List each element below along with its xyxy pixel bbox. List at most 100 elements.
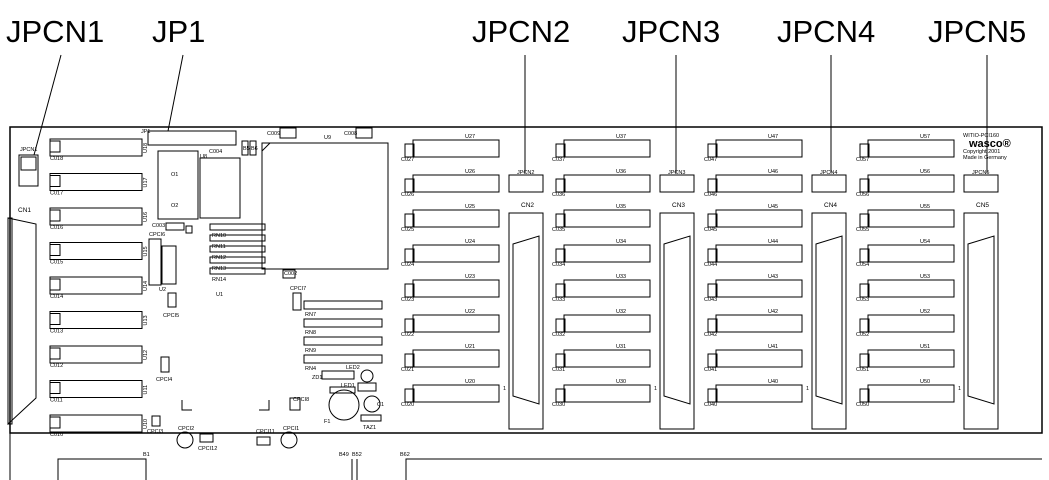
dsub-connector xyxy=(508,212,544,430)
left-chip xyxy=(49,380,143,398)
output-chip-label: U26 xyxy=(465,169,475,175)
pcb-made-in: Made in Germany xyxy=(963,155,1007,161)
output-chip xyxy=(867,209,955,228)
dsub-pin-1: 1 xyxy=(654,386,657,392)
cpci12-label: CPCI12 xyxy=(198,446,217,452)
dsub-shell xyxy=(512,235,540,405)
output-cap-label: C020 xyxy=(401,402,414,408)
output-cap-label: C041 xyxy=(704,367,717,373)
led1-part xyxy=(329,386,356,394)
output-cap-label: C023 xyxy=(401,297,414,303)
output-chip-cap xyxy=(707,388,718,403)
output-chip xyxy=(412,209,500,228)
output-chip-label: U33 xyxy=(616,274,626,280)
edge-label-b52: B52 xyxy=(352,452,362,458)
u8-chip xyxy=(199,157,241,219)
edge-tab-right xyxy=(405,458,1042,480)
output-cap-label: C045 xyxy=(704,227,717,233)
output-chip-label: U54 xyxy=(920,239,930,245)
left-chip-label: U15 xyxy=(143,246,149,256)
left-chip-label: U18 xyxy=(143,143,149,153)
u9-chip xyxy=(261,142,389,270)
output-chip xyxy=(563,279,651,298)
led1-label: LED1 xyxy=(341,383,355,389)
output-chip-cap xyxy=(859,213,870,228)
output-cap-label: C031 xyxy=(552,367,565,373)
cpci8-part xyxy=(289,397,301,411)
output-chip-cap xyxy=(555,248,566,263)
corner-mark-2 xyxy=(259,400,270,411)
resistor-network xyxy=(209,267,266,275)
left-cap-label: C016 xyxy=(50,225,63,231)
cpci7-label: CPCI7 xyxy=(290,286,306,292)
corner-mark-1 xyxy=(181,400,192,411)
output-chip-label: U46 xyxy=(768,169,778,175)
u9-label: U9 xyxy=(324,135,331,141)
output-chip-label: U45 xyxy=(768,204,778,210)
callout-jpcn5: JPCN5 xyxy=(928,14,1026,49)
cpci11-label: CPCI11 xyxy=(256,429,275,435)
output-chip-label: U34 xyxy=(616,239,626,245)
output-chip-label: U27 xyxy=(465,134,475,140)
jpcn1-jumper-cap xyxy=(20,156,37,171)
output-chip-cap xyxy=(404,213,415,228)
output-chip xyxy=(412,279,500,298)
output-cap-label: C042 xyxy=(704,332,717,338)
dsub-shell xyxy=(663,235,691,405)
pcb-brand: wasco® xyxy=(968,138,1011,150)
jpcn-jumper xyxy=(508,174,544,193)
output-chip-label: U41 xyxy=(768,344,778,350)
cpci8-label: CPCI8 xyxy=(293,397,309,403)
b5-part xyxy=(241,140,249,156)
cpci2-label: CPCI2 xyxy=(178,426,194,432)
output-cap-label: C046 xyxy=(704,192,717,198)
left-chip-label: U16 xyxy=(143,212,149,222)
jpcn-jumper-label: JPCN4 xyxy=(820,170,837,176)
dsub-label: CN2 xyxy=(521,202,534,209)
output-cap-label: C056 xyxy=(856,192,869,198)
output-chip-label: U37 xyxy=(616,134,626,140)
left-cap-label: C014 xyxy=(50,294,63,300)
b6-part xyxy=(249,140,257,156)
output-chip-label: U53 xyxy=(920,274,930,280)
output-chip xyxy=(563,209,651,228)
resistor-network xyxy=(303,300,383,310)
output-chip-label: U50 xyxy=(920,379,930,385)
output-chip xyxy=(867,279,955,298)
callout-jpcn3: JPCN3 xyxy=(622,14,720,49)
output-chip-cap xyxy=(707,178,718,193)
resistor-network-label: RN10 xyxy=(212,233,226,239)
output-chip xyxy=(867,139,955,158)
output-chip-cap xyxy=(859,178,870,193)
output-chip-cap xyxy=(859,283,870,298)
left-cap-label: C011 xyxy=(50,398,63,404)
output-chip xyxy=(563,174,651,193)
resistor-1 xyxy=(357,382,377,392)
c1-label: C1 xyxy=(377,402,384,408)
cpci6-label: CPCI6 xyxy=(149,232,165,238)
left-chip-cap xyxy=(49,313,61,325)
output-chip xyxy=(563,244,651,263)
left-chip-cap xyxy=(49,175,61,187)
output-chip-label: U24 xyxy=(465,239,475,245)
output-chip-label: U32 xyxy=(616,309,626,315)
left-chip-cap xyxy=(49,278,61,291)
fuse-f1 xyxy=(328,389,360,421)
cpci3-part xyxy=(151,415,161,427)
taz1-label: TAZ1 xyxy=(363,425,376,431)
left-cap-label: C018 xyxy=(50,156,63,162)
output-cap-label: C026 xyxy=(401,192,414,198)
led2-label: LED2 xyxy=(346,365,360,371)
resistor-network-label: RN9 xyxy=(305,348,316,354)
jpcn1-jumper xyxy=(18,154,39,187)
output-chip xyxy=(715,174,803,193)
output-blocks: U27C027U26C026U25C025U24C024U23C023U22C0… xyxy=(401,134,999,430)
left-cap-label: C013 xyxy=(50,329,63,335)
output-cap-label: C051 xyxy=(856,367,869,373)
output-cap-label: C052 xyxy=(856,332,869,338)
output-chip-cap xyxy=(707,318,718,333)
cpci11-part xyxy=(256,436,271,446)
leader-jp1 xyxy=(167,54,184,132)
zd1-label: ZD1 xyxy=(312,375,322,381)
